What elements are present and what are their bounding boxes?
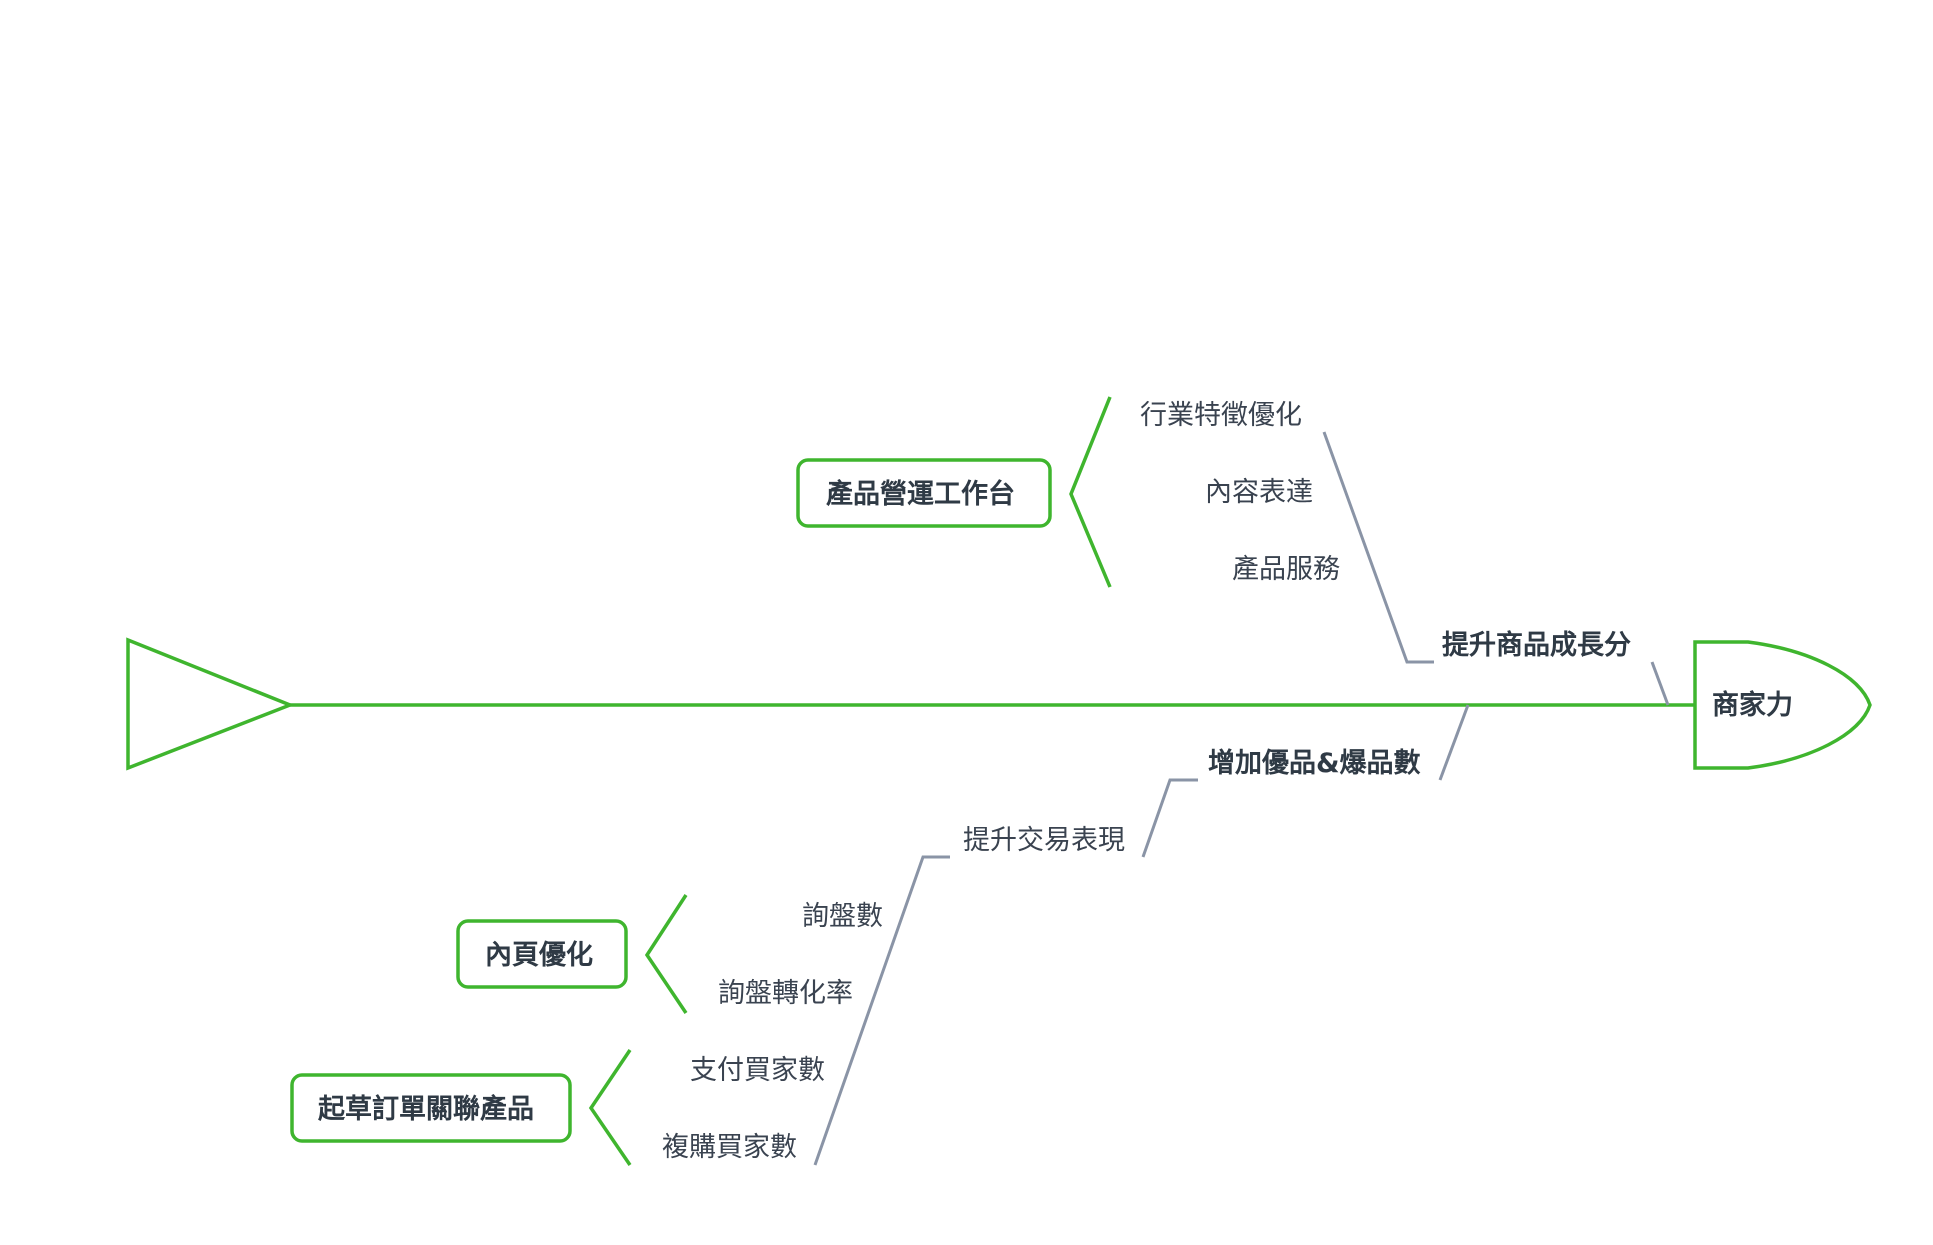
bone-bottom: 增加優品&爆品數 提升交易表現 詢盤數 詢盤轉化率 支付買家數 複購買家數 內頁…: [290, 704, 1470, 1166]
cause-label[interactable]: 支付買家數: [690, 1055, 825, 1086]
fish-tail: [126, 637, 295, 771]
fish-head[interactable]: 商家力: [1693, 640, 1872, 770]
bone-top-label[interactable]: 提升商品成長分: [1442, 630, 1631, 661]
cause-label[interactable]: 詢盤數: [802, 901, 883, 932]
bone-top-line: [1322, 431, 1434, 664]
bone-bottom-line: [1438, 704, 1470, 781]
group-label: 起草訂單關聯產品: [318, 1093, 534, 1125]
group-bracket: [644, 894, 688, 1014]
group-box[interactable]: [796, 458, 1052, 528]
cause-label[interactable]: 行業特徵優化: [1140, 400, 1302, 431]
sub-bone-label[interactable]: 提升交易表現: [963, 825, 1125, 856]
group-box[interactable]: [290, 1073, 572, 1143]
cause-label[interactable]: 複購買家數: [662, 1132, 797, 1163]
cause-line: [813, 855, 950, 1166]
cause-label[interactable]: 產品服務: [1232, 554, 1340, 585]
sub-bone-line: [1141, 778, 1198, 858]
bone-top-connector: [1650, 661, 1670, 706]
group-bracket: [588, 1049, 632, 1166]
group-label: 產品營運工作台: [826, 478, 1015, 510]
group-label: 內頁優化: [485, 940, 593, 971]
fish-head-shape: [1693, 640, 1872, 770]
spine: [126, 637, 1695, 771]
cause-label[interactable]: 內容表達: [1205, 477, 1313, 508]
bone-top: 提升商品成長分 行業特徵優化 內容表達 產品服務 產品營運工作台: [796, 396, 1670, 706]
group-box[interactable]: [456, 919, 628, 989]
group-bracket: [1069, 396, 1112, 588]
head-label: 商家力: [1712, 689, 1793, 721]
cause-label[interactable]: 詢盤轉化率: [718, 978, 853, 1009]
bone-bottom-label[interactable]: 增加優品&爆品數: [1208, 747, 1421, 779]
